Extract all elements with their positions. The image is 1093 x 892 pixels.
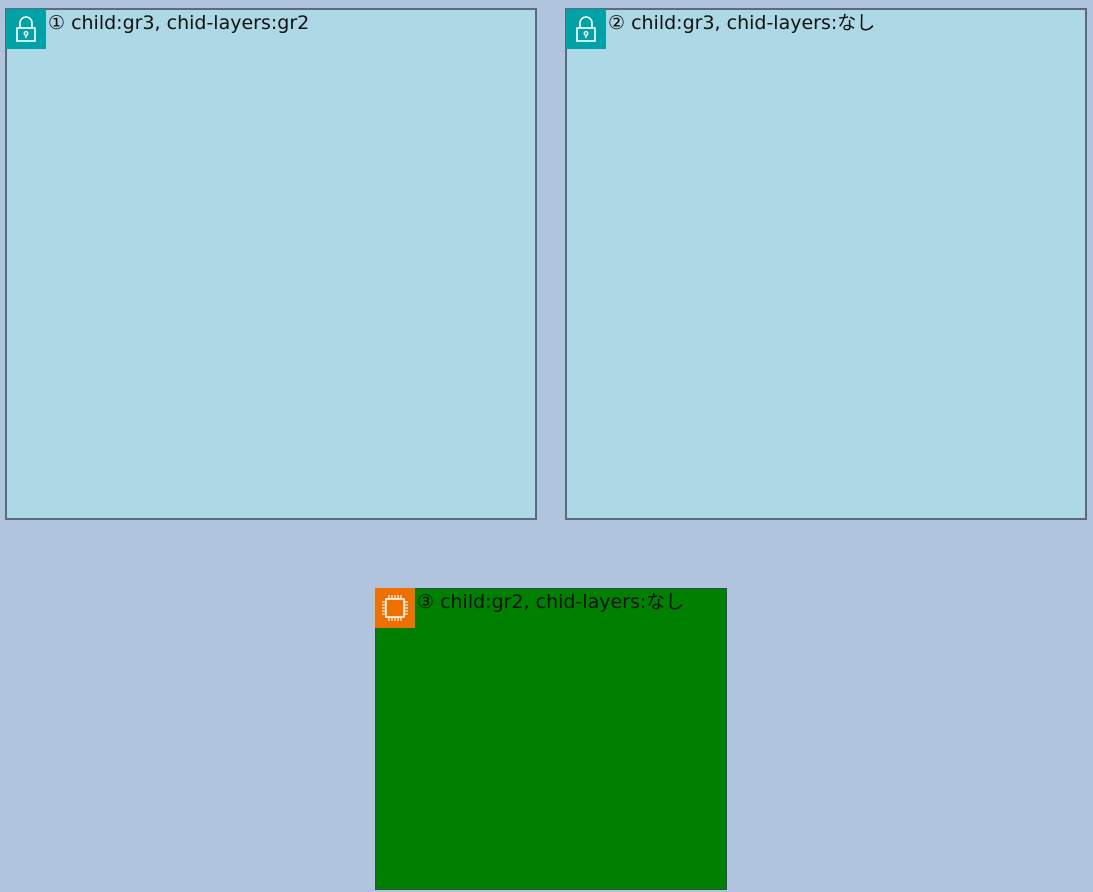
group-1[interactable]: ① child:gr3, chid-layers:gr2 — [5, 8, 537, 520]
group-3-label: ③ child:gr2, chid-layers:なし — [417, 591, 685, 613]
lock-icon — [6, 9, 46, 49]
group-2[interactable]: ② child:gr3, chid-layers:なし — [565, 8, 1087, 520]
chip-icon — [375, 588, 415, 628]
group-2-label: ② child:gr3, chid-layers:なし — [608, 12, 876, 34]
group-3[interactable]: ③ child:gr2, chid-layers:なし — [375, 588, 727, 890]
group-1-label: ① child:gr3, chid-layers:gr2 — [48, 12, 310, 34]
lock-icon — [566, 9, 606, 49]
